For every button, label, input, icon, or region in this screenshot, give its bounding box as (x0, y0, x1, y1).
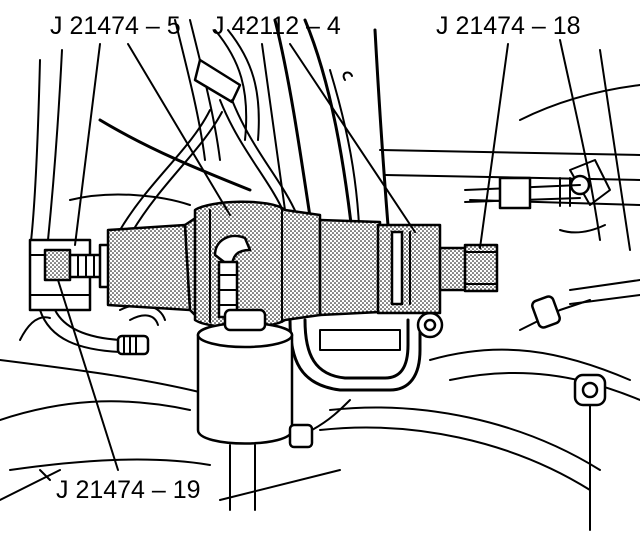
tool-end-j21474-18 (318, 218, 499, 317)
leader-lines (39, 43, 509, 481)
leader-j21474-5-b (127, 43, 231, 216)
tool-body-j42112-4 (193, 200, 322, 329)
fuel-filter-canister (196, 308, 351, 511)
callout-j21474-19: J 21474 – 19 (56, 476, 201, 504)
fuel-line-right (464, 176, 581, 210)
leader-j21474-18 (479, 43, 509, 249)
leader-j42112-4-b (289, 43, 416, 233)
callout-j42112-4: J 42112 – 4 (212, 12, 341, 40)
tool-body-j21474-5 (98, 213, 202, 322)
leader-j21474-19-a (57, 279, 119, 471)
leader-j42112-4-a (261, 43, 286, 211)
callout-j21474-5: J 21474 – 5 (50, 12, 181, 40)
callout-j21474-18: J 21474 – 18 (436, 12, 581, 40)
leader-j21474-19-b (39, 469, 51, 481)
leader-j21474-5-a (74, 43, 101, 246)
